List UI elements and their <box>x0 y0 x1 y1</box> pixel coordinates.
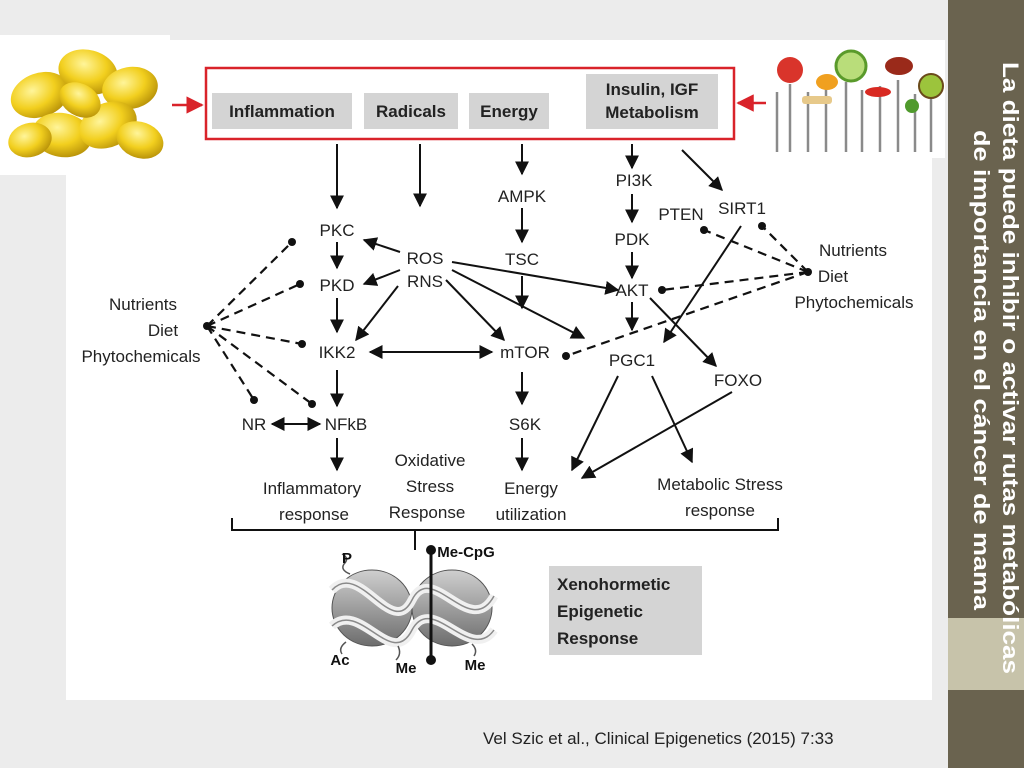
node-akt: AKT <box>615 281 648 300</box>
insulin-box-line2: Metabolism <box>605 103 699 122</box>
nutrients-right-3: Phytochemicals <box>794 293 913 312</box>
response-bracket <box>231 518 779 531</box>
xenohormetic-box <box>549 566 702 655</box>
nutrients-left-1: Nutrients <box>109 295 177 314</box>
node-pkc: PKC <box>320 221 355 240</box>
nutrients-left-3: Phytochemicals <box>81 347 200 366</box>
metabolic-response-2: response <box>685 501 755 520</box>
mark-mecpg: Me-CpG <box>437 544 495 561</box>
capsules-image <box>0 35 170 175</box>
xeno-line-3: Response <box>557 629 638 648</box>
xeno-line-2: Epigenetic <box>557 602 643 621</box>
node-nr: NR <box>242 415 267 434</box>
vegetables-forks-image <box>765 40 945 158</box>
slide-title: La dieta puede inhibir o activar rutas m… <box>969 62 1023 674</box>
node-mtor: mTOR <box>500 343 550 362</box>
slide-title-line-2: de importancia en el cáncer de mama <box>969 130 994 611</box>
citation: Vel Szic et al., Clinical Epigenetics (2… <box>483 729 834 748</box>
metabolic-response-1: Metabolic Stress <box>657 475 783 494</box>
node-pkd: PKD <box>320 276 355 295</box>
oxidative-response-2: Stress <box>406 477 454 496</box>
dashed-lines <box>206 225 809 405</box>
top-highlight-box <box>204 66 736 141</box>
xeno-line-1: Xenohormetic <box>557 575 670 594</box>
mark-me-2: Me <box>465 657 486 674</box>
radicals-box: Radicals <box>376 102 446 121</box>
node-ampk: AMPK <box>498 187 547 206</box>
mark-p: P <box>342 550 352 567</box>
node-foxo: FOXO <box>714 371 762 390</box>
energy-box: Energy <box>480 102 538 121</box>
node-s6k: S6K <box>509 415 542 434</box>
energy-utilization-2: utilization <box>496 505 567 524</box>
nutrients-right-2: Diet <box>818 267 849 286</box>
mark-ac: Ac <box>330 652 349 669</box>
node-tsc: TSC <box>505 250 539 269</box>
node-pgc1: PGC1 <box>609 351 655 370</box>
node-pi3k: PI3K <box>616 171 654 190</box>
oxidative-response-3: Response <box>389 503 466 522</box>
slide-title-line-1: La dieta puede inhibir o activar rutas m… <box>998 62 1023 674</box>
nutrients-left-2: Diet <box>148 321 179 340</box>
inhibition-dots <box>203 222 812 408</box>
inflammatory-response-2: response <box>279 505 349 524</box>
energy-utilization-1: Energy <box>504 479 558 498</box>
nutrients-right-1: Nutrients <box>819 241 887 260</box>
node-ikk2: IKK2 <box>319 343 356 362</box>
node-rns: RNS <box>407 272 443 291</box>
mark-me-1: Me <box>396 660 417 677</box>
node-sirt1: SIRT1 <box>718 199 766 218</box>
node-pdk: PDK <box>615 230 651 249</box>
node-pten: PTEN <box>658 205 703 224</box>
inflammatory-response-1: Inflammatory <box>263 479 362 498</box>
node-ros: ROS <box>407 249 444 268</box>
inflammation-box: Inflammation <box>229 102 335 121</box>
node-nfkb: NFkB <box>325 415 368 434</box>
sidebar-accent <box>948 618 1024 690</box>
nucleosome-image <box>328 530 498 665</box>
oxidative-response-1: Oxidative <box>395 451 466 470</box>
insulin-box-line1: Insulin, IGF <box>606 80 699 99</box>
